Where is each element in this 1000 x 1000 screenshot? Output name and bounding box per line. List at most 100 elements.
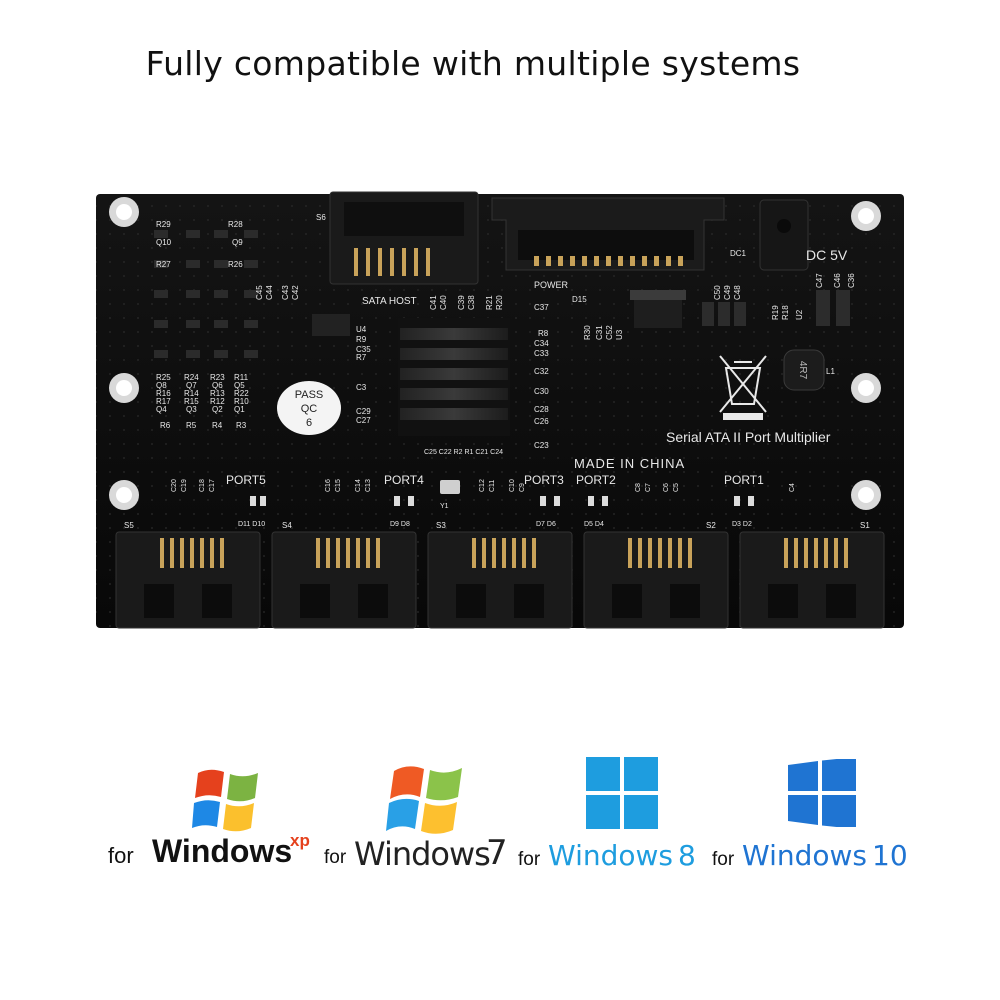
svg-text:C40: C40 [439,295,448,310]
svg-text:D3 D2: D3 D2 [732,521,752,528]
svg-text:C45: C45 [255,285,264,300]
svg-text:C10: C10 [509,479,516,492]
port2-label: PORT2 [576,473,616,487]
svg-text:R12: R12 [210,397,225,406]
inductor-label: 4R7 [797,361,808,380]
os-8-suffix: 8 [678,839,696,872]
svg-text:C13: C13 [365,479,372,492]
os-8-for: for [518,849,541,870]
svg-text:C23: C23 [534,441,549,450]
svg-text:U3: U3 [615,329,624,340]
svg-text:R6: R6 [160,421,171,430]
svg-text:C29: C29 [356,407,371,416]
svg-text:C41: C41 [429,295,438,310]
os-compatibility-strip: for Windows xp for Windows 7 for Windows… [0,745,1000,895]
svg-text:C43: C43 [281,285,290,300]
port1-label: PORT1 [724,473,764,487]
os-xp-suffix: xp [290,831,310,850]
os-windows-8: for Windows 8 [518,745,708,885]
svg-text:C11: C11 [489,480,496,492]
svg-text:R10: R10 [234,397,249,406]
svg-text:C14: C14 [355,479,362,492]
svg-text:R27: R27 [156,260,171,269]
host-socket-label: S6 [316,213,326,222]
svg-text:C39: C39 [457,295,466,310]
svg-text:U2: U2 [795,309,804,320]
svg-text:S1: S1 [860,521,870,530]
svg-text:R24: R24 [184,373,199,382]
svg-text:R21: R21 [485,295,494,310]
svg-text:R4: R4 [212,421,223,430]
svg-text:Q10: Q10 [156,238,172,247]
svg-text:C25 C22 R2 R1 C21 C24: C25 C22 R2 R1 C21 C24 [424,449,503,456]
svg-text:R9: R9 [356,335,367,344]
svg-text:C15: C15 [335,479,342,492]
svg-text:C12: C12 [479,479,486,492]
svg-text:C49: C49 [723,285,732,300]
svg-text:R16: R16 [156,389,171,398]
svg-text:S5: S5 [124,521,134,530]
os-10-for: for [712,849,735,870]
svg-text:R3: R3 [236,421,247,430]
svg-text:R20: R20 [495,295,504,310]
svg-text:Q4: Q4 [156,405,167,414]
port4-label: PORT4 [384,473,424,487]
sata-socket-s2 [583,531,729,629]
svg-text:D7 D6: D7 D6 [536,521,556,528]
svg-text:Q7: Q7 [186,381,197,390]
svg-text:R19: R19 [771,305,780,320]
svg-text:C4: C4 [789,483,796,492]
svg-text:D15: D15 [572,295,587,304]
qc-line3: 6 [306,417,312,429]
svg-text:R25: R25 [156,373,171,382]
svg-text:C9: C9 [519,483,526,492]
svg-text:C44: C44 [265,285,274,300]
svg-text:C20: C20 [171,479,178,492]
svg-text:C6: C6 [663,483,670,492]
os-10-name: Windows [742,839,867,872]
windows-10-tiles-icon [788,759,856,827]
os-windows-xp: for Windows xp [108,745,318,885]
svg-text:C32: C32 [534,367,549,376]
windows-xp-flag-icon [192,769,258,832]
svg-text:C8: C8 [635,483,642,492]
svg-text:R22: R22 [234,389,249,398]
svg-text:C7: C7 [645,483,652,492]
svg-text:R13: R13 [210,389,225,398]
os-7-for: for [324,847,347,868]
inductor-l1: 4R7 [783,349,825,391]
svg-text:DC1: DC1 [730,249,747,258]
svg-text:R30: R30 [583,325,592,340]
svg-text:Q5: Q5 [234,381,245,390]
svg-text:C34: C34 [534,339,549,348]
status-leds [250,496,754,506]
svg-text:C48: C48 [733,285,742,300]
svg-text:R28: R28 [228,220,243,229]
sata-socket-s1 [739,531,885,629]
svg-text:Q3: Q3 [186,405,197,414]
svg-text:C46: C46 [833,273,842,288]
svg-text:R11: R11 [234,373,249,382]
power-label: POWER [534,280,569,290]
svg-text:C28: C28 [534,405,549,414]
board-title: Serial ATA II Port Multiplier [666,429,831,445]
windows-8-tiles-icon [586,757,658,829]
sata-socket-s3 [427,531,573,629]
svg-text:R8: R8 [538,329,549,338]
svg-text:C3: C3 [356,383,367,392]
svg-text:S4: S4 [282,521,292,530]
sata-device-connectors [115,531,885,629]
svg-text:D9 D8: D9 D8 [390,521,410,528]
svg-text:C26: C26 [534,417,549,426]
dc-5v-label: DC 5V [806,247,848,263]
socket-labels: S5 S4 S3 S2 S1 [124,521,870,530]
mounting-holes [109,197,881,510]
left-component-field [154,230,258,358]
made-in-label: MADE IN CHINA [574,456,685,471]
svg-text:C19: C19 [181,479,188,492]
svg-text:Q2: Q2 [212,405,223,414]
qc-line1: PASS [295,389,324,401]
svg-text:R29: R29 [156,220,171,229]
